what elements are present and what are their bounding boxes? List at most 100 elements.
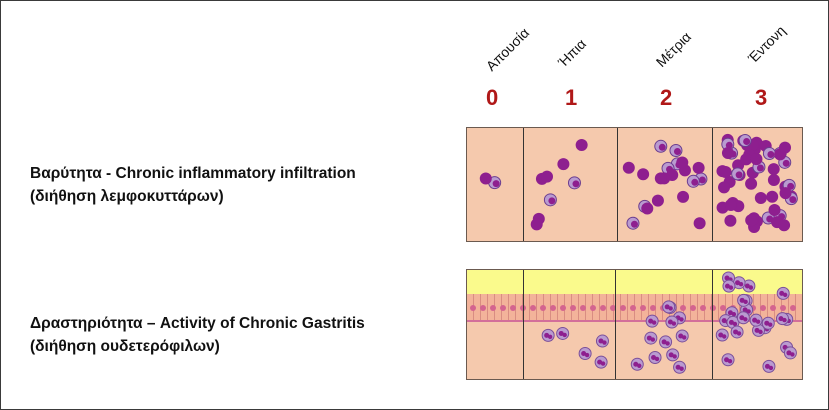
lymphocyte-cell bbox=[692, 161, 705, 174]
neutrophil-lobe bbox=[667, 319, 673, 325]
neutrophil-lobe bbox=[598, 338, 604, 344]
lymphocyte-cell bbox=[654, 172, 667, 185]
basement-line bbox=[467, 320, 802, 322]
cell-nucleus bbox=[787, 182, 795, 190]
neutrophil-lobe bbox=[746, 309, 751, 314]
epithelial-nucleus bbox=[770, 305, 776, 311]
neutrophil-lobe bbox=[600, 361, 606, 366]
neutrophil-lobe bbox=[755, 319, 761, 324]
epithelial-nucleus bbox=[480, 305, 486, 311]
neutrophil-lobe bbox=[679, 366, 684, 371]
epithelial-nucleus bbox=[560, 305, 566, 311]
lymphocyte-cell bbox=[540, 170, 553, 183]
neutrophil-lobe bbox=[672, 354, 677, 359]
lymphocyte-cell bbox=[557, 158, 570, 171]
cell-nucleus bbox=[735, 171, 743, 179]
neutrophil-lobe bbox=[682, 335, 687, 340]
neutrophil-lobe bbox=[650, 337, 656, 342]
activity-label-line1: Δραστηριότητα – Activity of Chronic Gast… bbox=[30, 315, 365, 332]
lymphocyte-cell bbox=[641, 202, 654, 215]
neutrophil-lobe bbox=[721, 318, 727, 324]
epithelial-nucleus bbox=[580, 305, 586, 311]
neutrophil-lobe bbox=[744, 283, 750, 289]
neutrophil-lobe bbox=[739, 315, 745, 321]
neutrophil-lobe bbox=[665, 341, 670, 346]
neutrophil-lobe bbox=[661, 339, 667, 345]
cell-nucleus bbox=[548, 197, 556, 205]
lymphocyte-cell bbox=[718, 181, 731, 194]
neutrophil-lobe bbox=[768, 365, 774, 371]
epithelial-nucleus bbox=[490, 305, 496, 311]
neutrophil-lobe bbox=[728, 285, 734, 290]
neutrophil-lobe bbox=[728, 319, 734, 325]
neutrophil-lobe bbox=[664, 304, 670, 310]
cell-nucleus bbox=[691, 178, 699, 186]
neutrophil-lobe bbox=[739, 297, 745, 303]
neutrophil-lobe bbox=[671, 321, 677, 326]
lymphocyte-cell bbox=[779, 187, 792, 200]
lymphocyte-cell bbox=[778, 219, 791, 232]
neutrophil-lobe bbox=[727, 359, 733, 364]
neutrophil-lobe bbox=[743, 317, 748, 322]
neutrophil-lobe bbox=[637, 363, 642, 368]
neutrophil-lobe bbox=[782, 317, 787, 323]
neutrophil-lobe bbox=[779, 290, 785, 296]
epithelial-nucleus bbox=[530, 305, 536, 311]
infiltration-row-label: Βαρύτητα - Chronic inflammatory infiltra… bbox=[30, 162, 356, 208]
neutrophil-lobe bbox=[633, 361, 639, 367]
epithelial-nucleus bbox=[500, 305, 506, 311]
epithelial-nucleus bbox=[570, 305, 576, 311]
cell-nucleus bbox=[743, 138, 751, 146]
neutrophil-lobe bbox=[678, 333, 684, 339]
neutrophil-lobe bbox=[733, 329, 739, 335]
neutrophil-lobe bbox=[544, 332, 550, 338]
epithelial-nucleus bbox=[470, 305, 476, 311]
cell-nucleus bbox=[658, 143, 666, 151]
lymphocyte-cell bbox=[768, 203, 781, 216]
neutrophil-lobe bbox=[752, 317, 758, 323]
lymphocyte-cell bbox=[724, 214, 737, 227]
neutrophil-lobe bbox=[581, 351, 587, 357]
epithelial-nucleus bbox=[690, 305, 696, 311]
lymphocyte-cell bbox=[724, 199, 737, 212]
grade-2-number: 2 bbox=[660, 85, 673, 110]
lymphocyte-cell bbox=[745, 214, 758, 227]
neutrophil-illustration bbox=[470, 271, 797, 374]
lymphocyte-cell bbox=[676, 156, 689, 169]
activity-row-label: Δραστηριότητα – Activity of Chronic Gast… bbox=[30, 312, 365, 358]
lymphocyte-cell bbox=[530, 218, 543, 231]
epithelial-nucleus bbox=[540, 305, 546, 311]
activity-label-line2: (διήθηση ουδετερόφιλων) bbox=[30, 338, 220, 355]
grade-divider bbox=[712, 128, 713, 241]
lymphocyte-cell bbox=[740, 153, 753, 166]
neutrophil-lobe bbox=[736, 331, 742, 336]
neutrophil-lobe bbox=[718, 332, 724, 338]
epithelial-nucleus bbox=[620, 305, 626, 311]
lymphocyte-cell bbox=[637, 168, 650, 181]
lymphocyte-cell bbox=[693, 217, 706, 230]
neutrophil-lobe bbox=[668, 352, 674, 358]
infiltration-label-line1: Βαρύτητα - Chronic inflammatory infiltra… bbox=[30, 165, 356, 182]
epithelial-nucleus bbox=[720, 305, 726, 311]
neutrophil-lobe bbox=[646, 335, 652, 341]
grade-3-number: 3 bbox=[755, 85, 768, 110]
cell-nucleus bbox=[756, 164, 764, 172]
cell-nucleus bbox=[767, 151, 775, 159]
epithelial-nucleus bbox=[550, 305, 556, 311]
neutrophil-lobe bbox=[764, 363, 770, 369]
cell-nucleus bbox=[572, 180, 580, 188]
epithelial-nucleus bbox=[610, 305, 616, 311]
neutrophil-lobe bbox=[597, 359, 603, 365]
neutrophil-lobe bbox=[651, 354, 657, 360]
lymphocyte-cell bbox=[766, 190, 779, 203]
epithelial-nucleus bbox=[630, 305, 636, 311]
lymphocyte-illustration bbox=[479, 133, 798, 233]
neutrophil-lobe bbox=[668, 306, 673, 311]
neutrophil-lobe bbox=[547, 334, 553, 340]
neutrophil-lobe bbox=[768, 322, 773, 327]
epithelial-nucleus bbox=[640, 305, 646, 311]
neutrophil-lobe bbox=[675, 364, 681, 370]
neutrophil-lobe bbox=[748, 285, 754, 290]
activity-grading-panel bbox=[466, 269, 803, 380]
neutrophil-lobe bbox=[731, 312, 737, 317]
